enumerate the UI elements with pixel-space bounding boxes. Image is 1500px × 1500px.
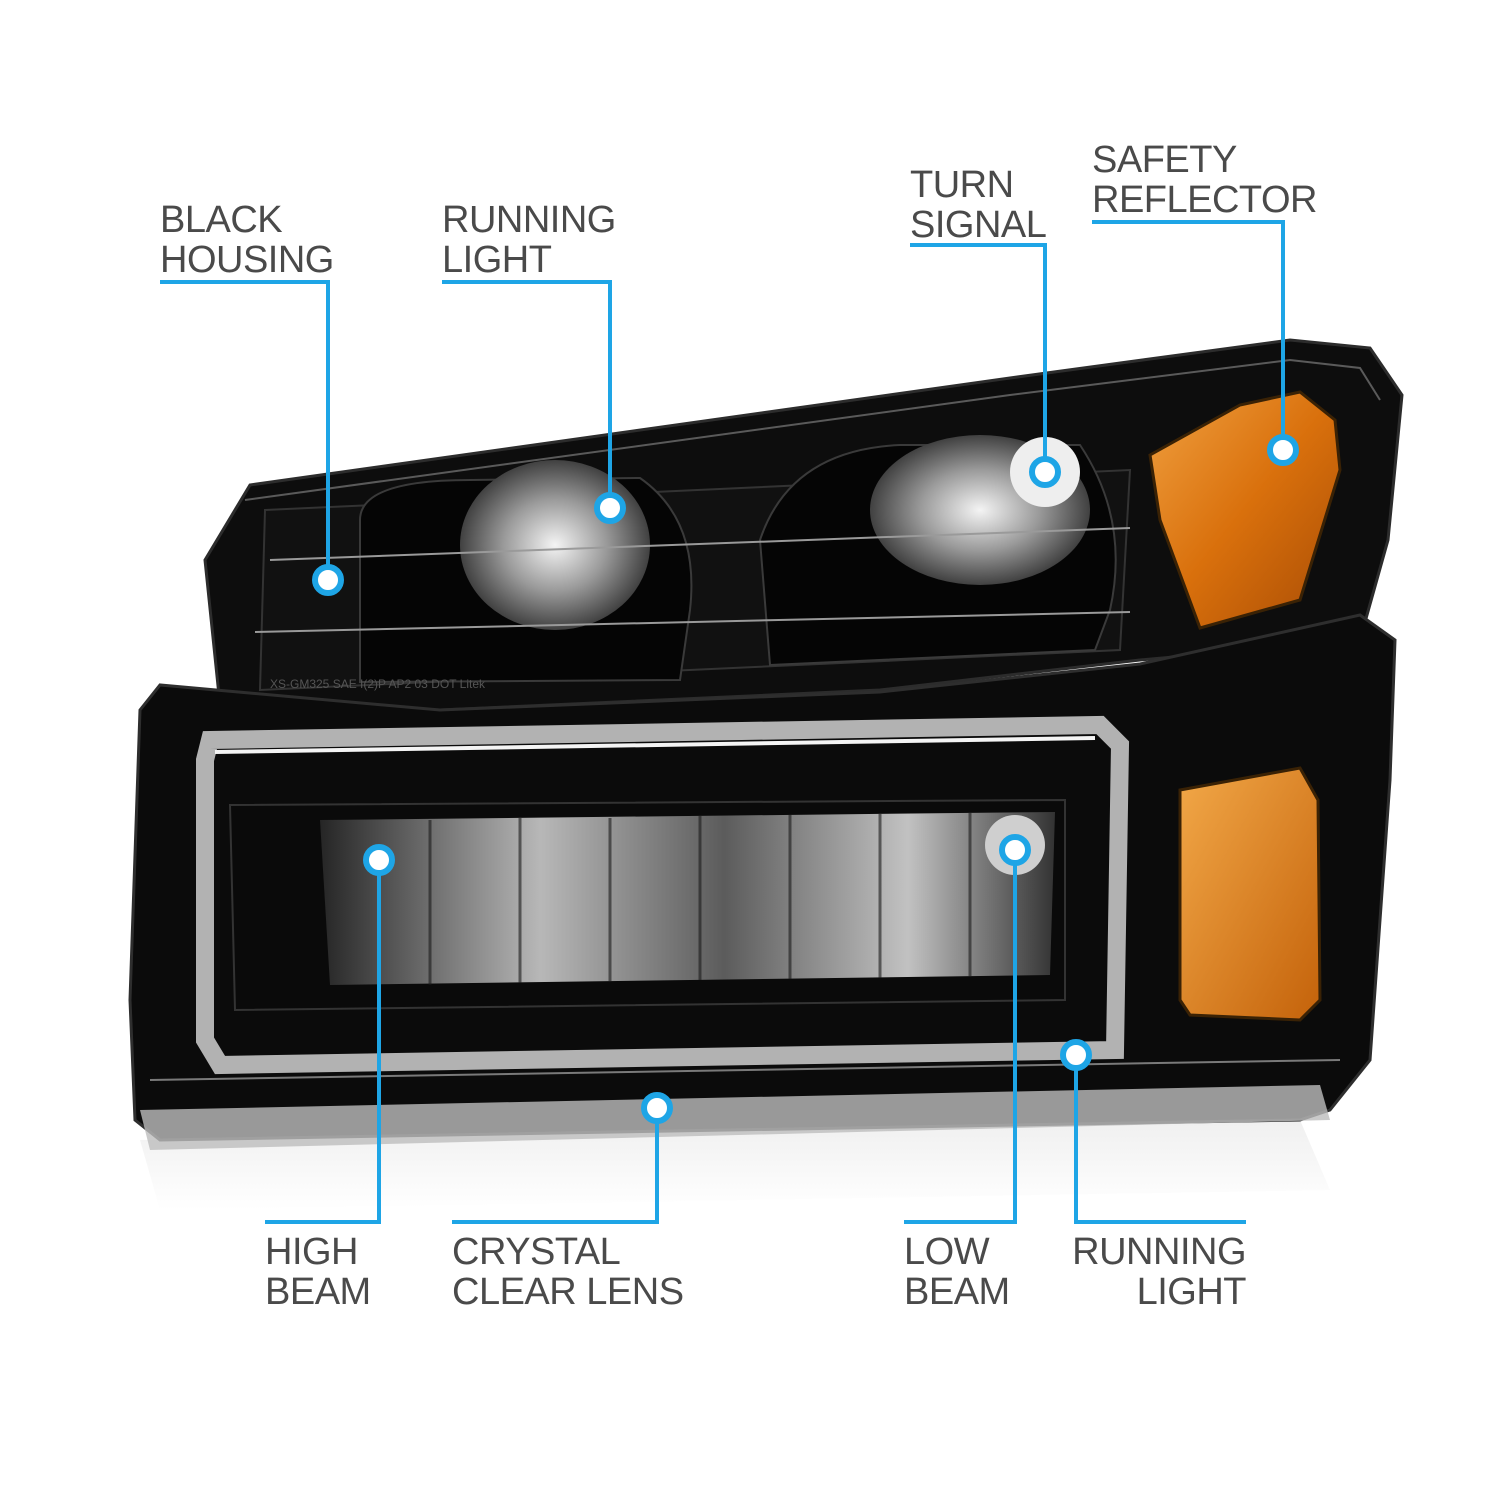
callout-dots	[312, 434, 1299, 1124]
callout-dot-crystal-clear-lens	[641, 1092, 673, 1124]
label-line: BEAM	[265, 1271, 371, 1313]
label-line: HOUSING	[160, 239, 334, 281]
label-line: RUNNING	[442, 199, 616, 241]
svg-text:XS-GM325 SAE I(2)P AP2 03: XS-GM325 SAE I(2)P AP2 03 DOT Litek	[270, 677, 486, 691]
label-line: LOW	[904, 1231, 990, 1273]
callout-dot-safety-reflector	[1267, 434, 1299, 466]
callout-line-crystal-clear-lens	[452, 1108, 659, 1224]
label-line: HIGH	[265, 1231, 358, 1273]
label-line: TURN	[910, 164, 1014, 206]
label-line: CLEAR LENS	[452, 1271, 684, 1313]
callout-line-running-light-top	[442, 280, 612, 508]
callout-line-turn-signal	[910, 243, 1047, 472]
callout-lines	[160, 220, 1285, 1224]
label-line: REFLECTOR	[1092, 179, 1317, 221]
label-running-light-top: RUNNING LIGHT	[442, 200, 616, 280]
callout-dot-running-light-bottom	[1060, 1039, 1092, 1071]
label-line: LIGHT	[1136, 1271, 1247, 1313]
callout-dot-low-beam	[999, 834, 1031, 866]
callout-dot-black-housing	[312, 564, 344, 596]
callout-line-running-light-bottom	[1074, 1055, 1246, 1224]
label-low-beam: LOW BEAM	[904, 1232, 1010, 1312]
label-turn-signal: TURN SIGNAL	[910, 164, 1047, 246]
label-line: BEAM	[904, 1271, 1010, 1313]
callout-line-safety-reflector	[1092, 220, 1285, 450]
label-crystal-clear-lens: CRYSTAL CLEAR LENS	[452, 1232, 684, 1312]
callout-line-black-housing	[160, 280, 330, 580]
label-line: SAFETY	[1092, 139, 1237, 181]
callout-line-high-beam	[265, 860, 381, 1224]
label-running-light-bottom: RUNNING LIGHT	[1046, 1232, 1246, 1312]
callout-dot-running-light-top	[594, 492, 626, 524]
label-line: RUNNING	[1072, 1231, 1246, 1273]
label-safety-reflector: SAFETY REFLECTOR	[1092, 140, 1317, 220]
callout-dot-high-beam	[363, 844, 395, 876]
label-high-beam: HIGH BEAM	[265, 1232, 371, 1312]
label-line: SIGNAL	[910, 204, 1047, 246]
label-line: CRYSTAL	[452, 1231, 621, 1273]
lower-bumper-lamp	[128, 613, 1397, 1150]
label-black-housing: BLACK HOUSING	[160, 200, 334, 280]
label-line: BLACK	[160, 199, 283, 241]
callout-line-low-beam	[904, 850, 1017, 1224]
callout-dot-turn-signal	[1029, 456, 1061, 488]
label-line: LIGHT	[442, 239, 552, 281]
